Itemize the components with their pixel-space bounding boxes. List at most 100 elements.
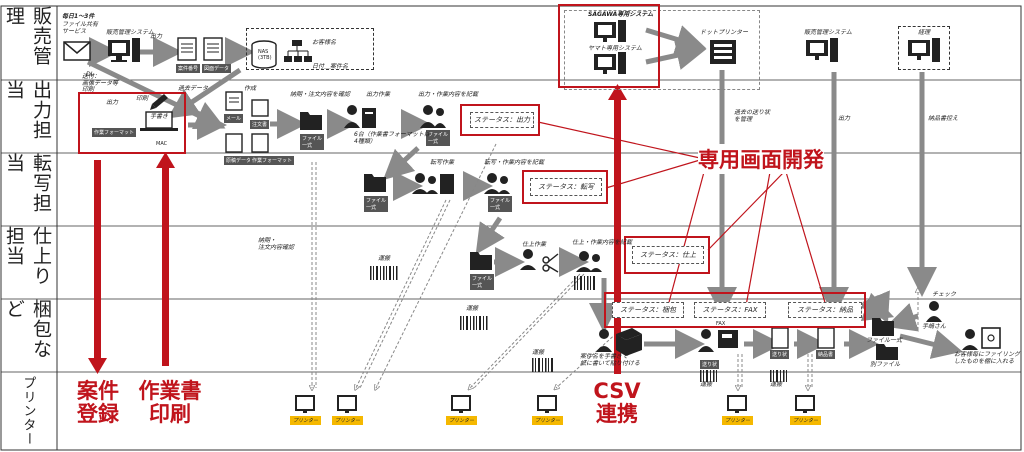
tag-work-format: 作業フォーマット	[92, 128, 137, 137]
note-dot-printer: ドットプリンター	[700, 29, 749, 36]
note-nas: NAS (3TB)	[258, 49, 272, 61]
nas-icon	[251, 40, 277, 69]
operator-fax-icon	[698, 329, 738, 352]
printer-tag-6: プリンター	[790, 416, 822, 425]
pencil-icon	[150, 94, 168, 110]
case-register-box	[78, 92, 186, 154]
note-customer-file: お客様毎にファイリング したものを棚に入れる	[954, 351, 1021, 365]
status-fax: ステータス：FAX	[694, 302, 766, 318]
operator-printer-icon-2	[412, 173, 454, 194]
note-date-case: 日付＿案件名	[312, 63, 349, 70]
operator-box-icon	[596, 328, 642, 356]
tag-manuscript: 原稿データ	[224, 156, 254, 165]
gray-flow-arrows	[86, 25, 963, 359]
folder-icon-2	[364, 174, 386, 192]
note-output-1: 出力	[150, 33, 163, 40]
note-yamato: ヤマト専用システム	[588, 45, 642, 52]
computer-icon-yamato	[594, 52, 626, 74]
note-separate-file: 別ファイル	[870, 361, 901, 368]
ledger-group	[898, 26, 950, 70]
dot-printer-icon	[710, 40, 736, 64]
operator-icon-3	[576, 251, 602, 272]
tag-delivery: 納品書	[816, 350, 836, 359]
note-carry-4: 運搬	[700, 381, 713, 388]
person-icon-tejima	[926, 301, 942, 322]
barcode-icon-2	[460, 316, 488, 330]
laptop-icon	[140, 111, 178, 131]
printer-tag-1: プリンター	[290, 416, 322, 425]
lane-label-finish: 仕上り担当	[3, 226, 52, 286]
printer-tag-2: プリンター	[332, 416, 364, 425]
note-print: 印刷	[136, 95, 149, 102]
tag-order-form: 注文書	[250, 120, 270, 129]
lane-label-packing: 梱包など	[3, 299, 52, 359]
dashed-print-arrows	[312, 143, 918, 388]
note-file-service: ファイル共有 サービス	[62, 21, 99, 35]
note-ledger: 経理	[918, 29, 931, 36]
computer-icon-1	[108, 38, 140, 62]
note-six-units: 6台（作業書フォーマットは 4種類）	[354, 131, 430, 145]
operator-printer-icon-1	[344, 105, 376, 128]
note-due-confirm: 納期・ 注文内容確認	[258, 237, 295, 251]
note-file-set: ファイル一式	[866, 337, 903, 344]
status-packing-redbox	[604, 292, 866, 328]
note-carry-3: 運搬	[532, 349, 545, 356]
note-create: 作成	[244, 85, 257, 92]
note-check: チェック	[932, 291, 957, 298]
status-finish-redbox	[624, 236, 710, 274]
note-customer: お客様名	[312, 39, 337, 46]
barcode-icon-6	[770, 370, 787, 382]
note-finish-record: 仕上・作業内容を記載	[572, 239, 633, 246]
document-icon-2	[203, 37, 223, 61]
printer-tag-4: プリンター	[532, 416, 564, 425]
computer-icon-sagawa	[594, 20, 626, 42]
tag-case-number: 案件番号	[176, 64, 201, 73]
status-transfer: ステータス：転写	[530, 178, 602, 196]
note-download: DL	[86, 71, 94, 78]
folder-icon-5	[876, 344, 898, 360]
envelope-icon	[63, 41, 91, 61]
slip-doc-icon-1	[771, 327, 789, 349]
note-send-slip: 過去の送り状 を管理	[734, 109, 771, 123]
note-transfer-work: 転写作業	[430, 159, 455, 166]
computer-icon-3	[908, 38, 940, 62]
operator-scissors-icon	[520, 249, 559, 273]
lane-label-sales: 販売管理	[3, 6, 52, 66]
tag-work-format-2: 作業フォーマット	[250, 156, 295, 165]
note-carry-1: 運搬	[378, 255, 391, 262]
icons	[63, 20, 1001, 413]
note-sagawa: SAGAWA専用システム	[588, 11, 654, 18]
callout-lines	[537, 121, 827, 307]
document-icon-6	[251, 99, 269, 117]
printer-monitor-icon-1	[295, 395, 315, 413]
status-output: ステータス：出力	[470, 112, 534, 128]
document-icon-3	[225, 91, 243, 111]
tag-file-set-5: ファイル 一式	[470, 274, 495, 290]
note-sales-system-2: 販売管理システム	[804, 29, 852, 36]
folder-icon-1	[300, 112, 322, 130]
tag-slip-2: 送り状	[770, 350, 790, 359]
shipping-system-redbox	[558, 4, 660, 88]
callout-csv-link: CSV 連携	[593, 379, 641, 427]
barcode-icon-5	[700, 370, 717, 382]
barcode-icon-3	[574, 276, 595, 290]
note-carry-2: 運搬	[466, 305, 479, 312]
lane-label-printer: プリンター	[20, 376, 36, 446]
note-output-record: 出力・作業内容を記載	[418, 91, 479, 98]
printer-monitor-icon-5	[727, 395, 747, 413]
barcode-icon-4	[532, 358, 553, 372]
status-transfer-redbox	[522, 170, 608, 204]
slip-doc-icon-2	[817, 327, 835, 349]
red-arrows	[88, 84, 627, 374]
tag-slip: 送り状	[700, 360, 720, 369]
status-delivered: ステータス：納品	[788, 302, 862, 318]
printer-monitor-icon-3	[451, 395, 471, 413]
folder-icon-3	[470, 252, 492, 270]
note-finish-work: 仕上作業	[522, 241, 547, 248]
status-pack: ステータス：梱包	[612, 302, 684, 318]
note-pass-data: 過去データ	[178, 85, 209, 92]
note-sales-system-1: 販売管理システム	[106, 29, 154, 36]
